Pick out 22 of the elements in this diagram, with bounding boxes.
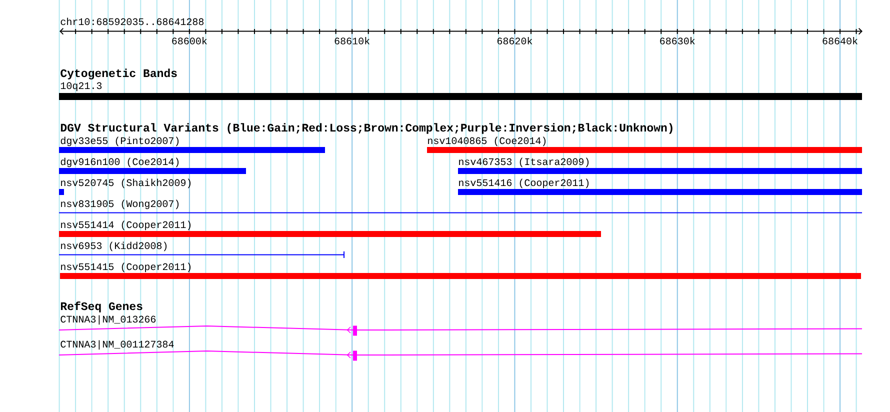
- feature-label: nsv551414 (Cooper2011): [61, 220, 191, 230]
- tick-label: 68640k: [822, 37, 858, 44]
- tick-label: 68610k: [334, 37, 370, 44]
- gene-label: CTNNA3|NM_013266: [60, 315, 156, 325]
- feature-label: nsv1040865 (Coe2014): [428, 136, 546, 146]
- feature-label: nsv467353 (Itsara2009): [459, 158, 589, 168]
- tick-label: 68600k: [172, 37, 207, 44]
- region-label: chr10:68592035..68641288: [60, 18, 204, 26]
- feature-label: nsv520745 (Shaikh2009): [61, 178, 191, 188]
- feature-label: 10q21.3: [60, 82, 102, 92]
- feature-label: dgv916n100 (Coe2014): [60, 158, 179, 168]
- track-title: Cytogenetic Bands: [60, 68, 177, 80]
- tick-label: 68620k: [497, 37, 532, 44]
- feature-label: nsv551416 (Cooper2011): [459, 178, 589, 188]
- tick-label: 68630k: [660, 37, 695, 44]
- track-title: RefSeq Genes: [60, 302, 142, 312]
- feature-label: nsv6953 (Kidd2008): [61, 242, 167, 252]
- gene-label: CTNNA3|NM_001127384: [60, 340, 174, 350]
- feature-label: nsv551415 (Cooper2011): [61, 262, 191, 272]
- feature-label: nsv831905 (Wong2007): [61, 200, 179, 210]
- feature-label: dgv33e55 (Pinto2007): [60, 136, 179, 146]
- track-title: DGV Structural Variants (Blue:Gain;Red:Loss;Brown:Complex;Purple:Inversion;Black:Unknown): [60, 123, 672, 134]
